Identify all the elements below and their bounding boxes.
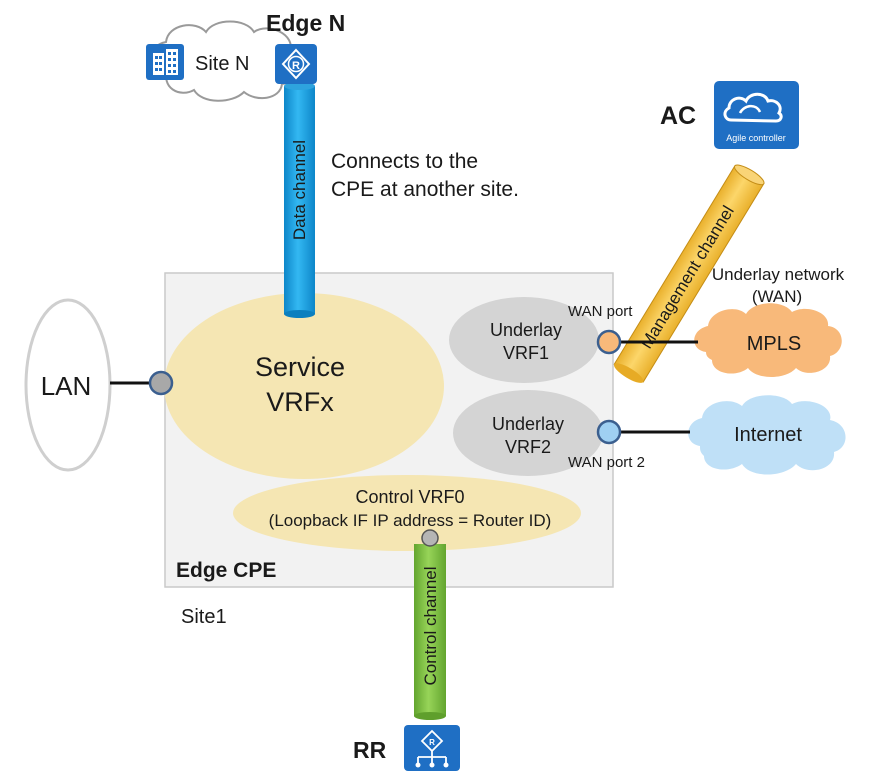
connects-text-1: Connects to the (331, 150, 478, 173)
control-vrf (233, 475, 581, 551)
edge-n-label: Edge N (266, 10, 345, 36)
mpls-cloud (694, 303, 842, 377)
building-icon (146, 44, 184, 80)
wan-port-2-label: WAN port 2 (568, 454, 645, 471)
management-channel-tube (613, 164, 765, 383)
svg-text:R: R (429, 738, 435, 747)
wan-port-2 (596, 419, 622, 445)
mpls-label: MPLS (747, 333, 801, 355)
underlay-vrf1-label-2: VRF1 (503, 343, 549, 363)
router-icon: R (275, 44, 317, 84)
control-vrf-label-1: Control VRF0 (355, 487, 464, 507)
control-channel-tube (414, 544, 446, 716)
service-vrf-label-1: Service (255, 352, 345, 382)
service-vrf-label-2: VRFx (266, 387, 334, 417)
ac-label: AC (660, 102, 696, 130)
wan-port-1 (596, 329, 622, 355)
lan-label: LAN (41, 371, 92, 401)
site1-label: Site1 (181, 606, 227, 628)
underlay-vrf2 (453, 390, 603, 476)
underlay-vrf1-label-1: Underlay (490, 320, 562, 340)
agile-controller-icon: Agile controller (714, 81, 799, 149)
underlay-vrf2-label-2: VRF2 (505, 437, 551, 457)
lan-ellipse (24, 298, 112, 472)
ac-logo-text: Agile controller (726, 133, 786, 143)
route-reflector-icon: R (404, 725, 460, 771)
connects-text-2: CPE at another site. (331, 178, 519, 201)
wan-port-label: WAN port (568, 303, 633, 320)
underlay-network-label-1: Underlay network (712, 265, 845, 284)
svg-text:R: R (292, 60, 300, 72)
site-n-label: Site N (195, 53, 249, 75)
internet-label: Internet (734, 424, 802, 446)
rr-label: RR (353, 737, 387, 763)
control-loopback-port (421, 529, 439, 547)
data-channel-tube (284, 86, 315, 314)
service-vrf (164, 293, 444, 479)
underlay-network-label-2: (WAN) (752, 287, 802, 306)
control-channel-bottom (414, 712, 446, 720)
data-channel-label: Data channel (290, 140, 309, 240)
underlay-vrf1 (449, 297, 599, 383)
data-channel-bottom (284, 310, 315, 318)
internet-cloud (688, 395, 846, 475)
lan-port (148, 370, 174, 396)
edge-cpe-label: Edge CPE (176, 559, 276, 582)
control-vrf-label-2: (Loopback IF IP address = Router ID) (269, 511, 552, 530)
control-channel-label: Control channel (421, 566, 440, 685)
underlay-vrf2-label-1: Underlay (492, 414, 564, 434)
